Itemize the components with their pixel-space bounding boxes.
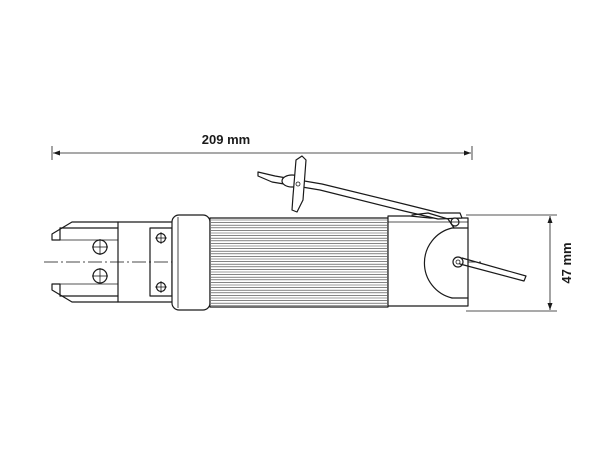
rivet-hole-lower (92, 268, 108, 284)
air-inlet-fitting (452, 256, 464, 268)
grip-outline (209, 217, 389, 308)
length-dimension: 209 mm (51, 132, 473, 160)
head-outline (387, 215, 469, 307)
head-arc-cutout (423, 227, 453, 299)
rivet-hole-upper (92, 239, 108, 255)
air-inlet (452, 256, 527, 282)
lever-body (257, 171, 463, 220)
height-dimension: 47 mm (466, 214, 574, 312)
head-housing (387, 215, 469, 307)
nose-body-outline (59, 221, 173, 303)
screw-upper (155, 232, 167, 244)
head-arc-edge (451, 227, 469, 299)
lower-jaw-tip (51, 283, 119, 303)
length-label: 209 mm (202, 132, 250, 147)
upper-jaw-tip (51, 221, 119, 241)
screw-lower (155, 281, 167, 293)
height-label: 47 mm (559, 242, 574, 283)
air-inlet-core (455, 259, 461, 265)
lever-tab (291, 155, 307, 213)
throttle-lever (257, 155, 463, 229)
lever-pin (295, 181, 301, 187)
grip-ribs (211, 219, 387, 306)
ribbed-grip (209, 217, 389, 308)
air-inlet-hose (459, 257, 527, 282)
